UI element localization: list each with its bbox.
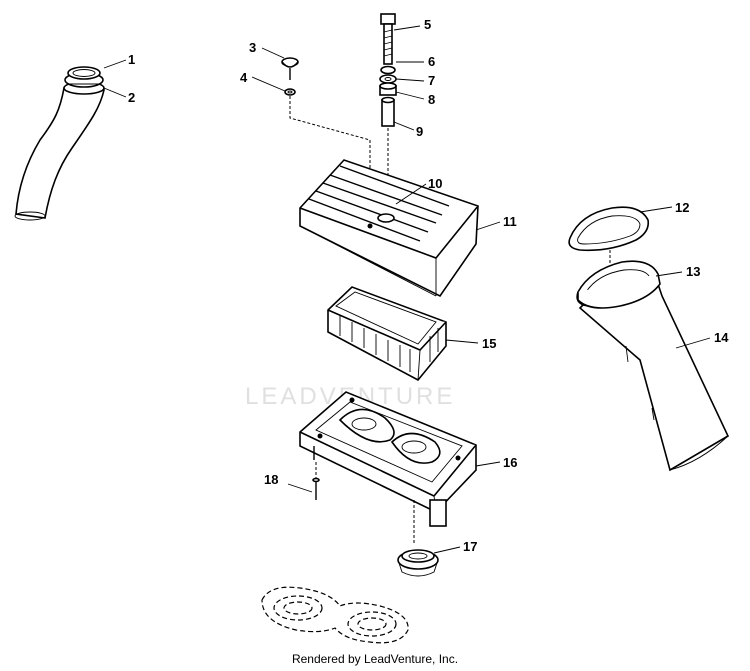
footer-credit: Rendered by LeadVenture, Inc. [291, 652, 459, 666]
callout-9: 9 [416, 124, 423, 139]
callout-11: 11 [503, 214, 517, 229]
callout-1: 1 [128, 52, 135, 67]
callout-8: 8 [428, 92, 435, 107]
callout-17: 17 [463, 539, 477, 554]
callout-3: 3 [249, 40, 256, 55]
small-screw [281, 57, 299, 96]
seal-ring [568, 206, 650, 266]
reference-gasket-outline [261, 586, 409, 644]
callout-16: 16 [503, 455, 517, 470]
callout-7: 7 [428, 73, 435, 88]
callout-18: 18 [264, 472, 278, 487]
leader-lines [103, 25, 711, 554]
callout-5: 5 [424, 17, 431, 32]
callout-13: 13 [686, 264, 700, 279]
outlet-tube [576, 260, 730, 472]
callout-2: 2 [128, 90, 135, 105]
air-box-base [299, 391, 477, 545]
callout-4: 4 [240, 70, 248, 85]
screw [312, 462, 320, 500]
bolt-stack [379, 13, 397, 200]
callout-15: 15 [482, 336, 496, 351]
callout-numbers: 1 2 3 4 5 6 7 8 9 10 11 12 13 14 15 16 1… [128, 17, 729, 554]
callout-10: 10 [428, 176, 442, 191]
grommet [397, 549, 439, 577]
callout-6: 6 [428, 54, 435, 69]
callout-14: 14 [714, 330, 729, 345]
callout-12: 12 [675, 200, 689, 215]
intake-boot [14, 66, 105, 221]
air-filter [327, 286, 447, 382]
air-box-cover [299, 159, 479, 298]
